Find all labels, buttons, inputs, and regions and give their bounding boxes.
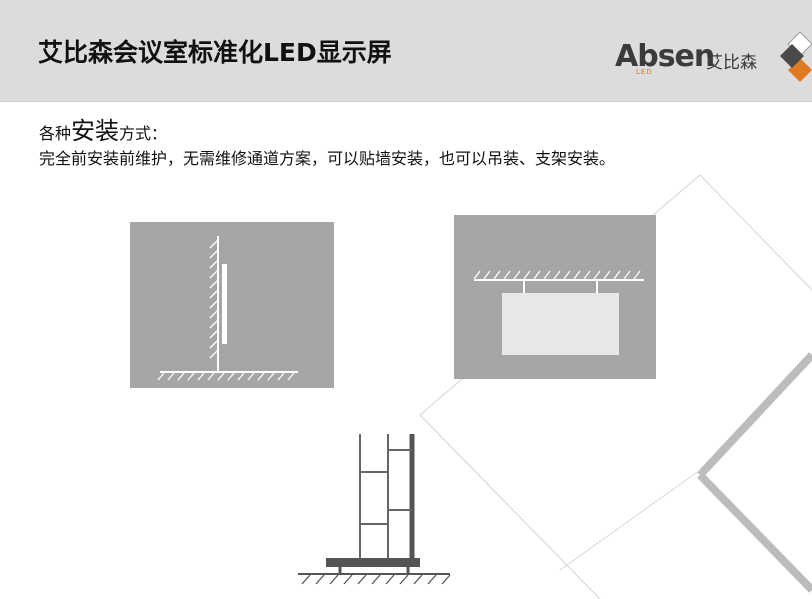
deco-diagonal-thin [559, 469, 701, 571]
heading-prefix: 各种 [39, 124, 72, 143]
ceiling-hatching [473, 270, 641, 280]
wall-mount-diagram [130, 222, 334, 388]
installation-heading: 各种安装方式： [39, 111, 167, 146]
bracket-mount-diagram [298, 434, 451, 585]
header-bar: 艾比森会议室标准化LED显示屏 Absen LED 艾比森 [0, 0, 812, 102]
logo-led-tag: LED [636, 68, 653, 76]
wall-hatching [209, 239, 219, 359]
absen-logo: Absen LED 艾比森 [612, 38, 812, 88]
logo-wordmark: Absen [615, 39, 715, 74]
hung-screen [502, 293, 619, 355]
heading-emphasis: 安装 [71, 117, 120, 145]
deco-diamond-outline-lower [419, 414, 601, 599]
bracket-floor-hatching [301, 574, 451, 585]
floor-hatching [157, 372, 295, 381]
bracket-base [326, 558, 420, 567]
deco-diagonal-thick [697, 352, 812, 478]
wall-mount-panel [130, 222, 334, 388]
logo-chinese-name: 艾比森 [706, 53, 757, 73]
page-title: 艾比森会议室标准化LED显示屏 [38, 38, 392, 67]
wall-mounted-screen [222, 264, 227, 344]
ceiling-hang-diagram [454, 215, 656, 379]
deco-diagonal-thick-lower [697, 472, 812, 593]
logo-diamond-icon [780, 31, 812, 82]
heading-suffix: 方式： [119, 124, 168, 143]
installation-description: 完全前安装前维护，无需维修通道方案，可以贴墙安装，也可以吊装、支架安装。 [39, 149, 616, 168]
